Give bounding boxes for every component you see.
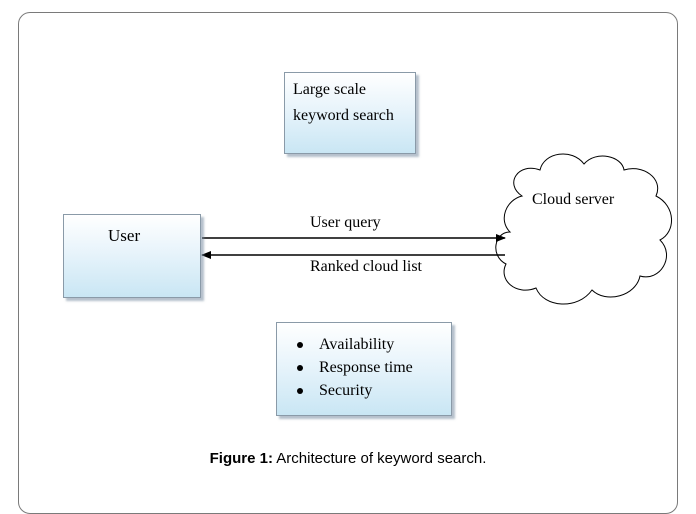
top-box-line1: Large scale xyxy=(293,81,366,98)
attribute-response-time: Response time xyxy=(319,359,413,376)
caption-prefix: Figure 1: xyxy=(209,450,273,467)
bullet-icon xyxy=(297,387,303,394)
figure-caption: Figure 1: Architecture of keyword search… xyxy=(0,450,696,467)
attributes-list: Availability Response time Security xyxy=(277,323,451,402)
attribute-security: Security xyxy=(319,382,373,399)
top-box-line2: keyword search xyxy=(293,107,394,124)
attribute-availability: Availability xyxy=(319,336,395,353)
list-item: Availability xyxy=(297,333,451,356)
bullet-icon xyxy=(297,341,303,348)
diagram-canvas xyxy=(201,153,672,305)
large-scale-keyword-search-box: Large scale keyword search xyxy=(284,72,416,154)
user-label: User xyxy=(108,226,141,245)
cloud-server-shape xyxy=(495,153,672,305)
cloud-server-label: Cloud server xyxy=(532,191,615,208)
user-query-label: User query xyxy=(310,214,381,231)
list-item: Security xyxy=(297,379,451,402)
user-box: User xyxy=(63,214,201,298)
attributes-box: Availability Response time Security xyxy=(276,322,452,416)
list-item: Response time xyxy=(297,356,451,379)
caption-text: Architecture of keyword search. xyxy=(272,450,487,467)
ranked-cloud-list-label: Ranked cloud list xyxy=(310,258,422,275)
bullet-icon xyxy=(297,364,303,371)
